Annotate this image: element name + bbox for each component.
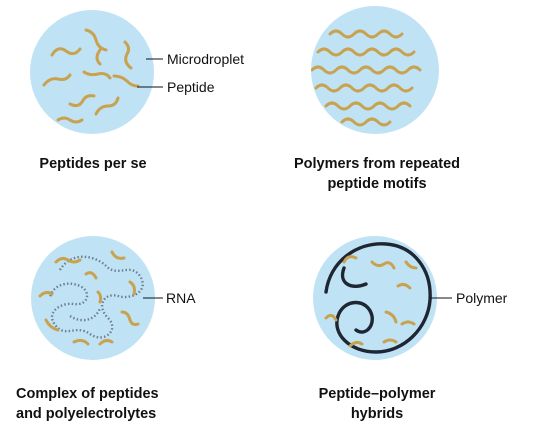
panel-peptides-per-se: Microdroplet Peptide Peptides per se xyxy=(30,10,244,172)
rna-label: RNA xyxy=(166,290,196,306)
caption-complex-line-2: and polyelectrolytes xyxy=(16,406,156,422)
panel-peptide-polymer-hybrids: Polymer Peptide–polymer hybrids xyxy=(313,236,508,422)
caption-polymers-line-2: peptide motifs xyxy=(327,176,426,192)
peptide-label: Peptide xyxy=(167,79,215,95)
microdroplet-circle xyxy=(31,236,155,360)
panel-polymers-repeated-motifs: Polymers from repeated peptide motifs xyxy=(294,6,460,192)
caption-hybrids-line-2: hybrids xyxy=(351,406,403,422)
caption-complex-line-1: Complex of peptides xyxy=(16,386,159,402)
microdroplet-circle xyxy=(311,6,439,134)
peptide-strands xyxy=(42,28,140,124)
microdroplet-label: Microdroplet xyxy=(167,51,244,67)
polymer-strands xyxy=(311,29,422,127)
caption-peptides-per-se: Peptides per se xyxy=(39,156,146,172)
microdroplet-circle xyxy=(30,10,154,134)
peptide-strands xyxy=(38,250,140,346)
peptide-strands xyxy=(324,255,418,348)
panel-peptide-polyelectrolyte-complex: RNA Complex of peptides and polyelectrol… xyxy=(16,236,196,422)
microdroplet-circle xyxy=(313,236,437,360)
polymer-label: Polymer xyxy=(456,290,508,306)
polymer-strand xyxy=(324,242,432,354)
rna-strand xyxy=(48,255,144,339)
caption-polymers-line-1: Polymers from repeated xyxy=(294,156,460,172)
caption-hybrids-line-1: Peptide–polymer xyxy=(319,386,436,402)
